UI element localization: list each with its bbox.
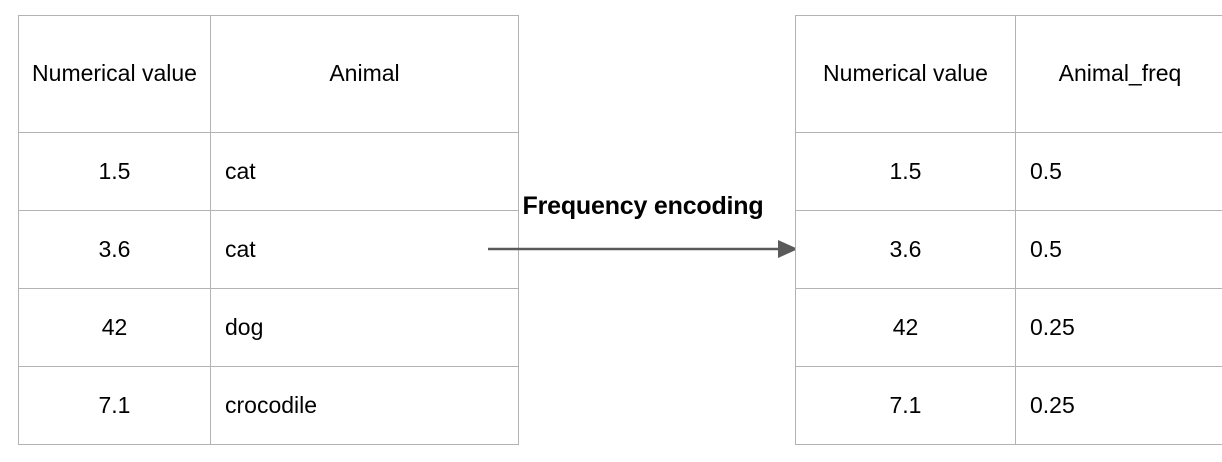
table-header-row: Numerical value Animal_freq <box>795 15 1222 133</box>
source-cell-animal: dog <box>210 288 519 367</box>
result-cell-animal-freq: 0.25 <box>1015 366 1222 445</box>
transform-label: Frequency encoding <box>522 192 764 220</box>
source-cell-animal: cat <box>210 132 519 211</box>
source-header-numerical-value: Numerical value <box>18 15 211 133</box>
result-cell-numerical-value: 3.6 <box>795 210 1016 289</box>
source-cell-animal: cat <box>210 210 519 289</box>
source-cell-numerical-value: 1.5 <box>18 132 211 211</box>
table-header-row: Numerical value Animal <box>18 15 519 133</box>
source-cell-numerical-value: 42 <box>18 288 211 367</box>
result-cell-numerical-value: 1.5 <box>795 132 1016 211</box>
result-table: Numerical value Animal_freq 1.5 0.5 3.6 … <box>795 15 1222 445</box>
table-row: 7.1 crocodile <box>18 366 519 445</box>
table-row: 3.6 cat <box>18 210 519 289</box>
source-cell-numerical-value: 7.1 <box>18 366 211 445</box>
result-cell-numerical-value: 42 <box>795 288 1016 367</box>
table-row: 7.1 0.25 <box>795 366 1222 445</box>
table-row: 3.6 0.5 <box>795 210 1222 289</box>
result-cell-numerical-value: 7.1 <box>795 366 1016 445</box>
table-row: 1.5 0.5 <box>795 132 1222 211</box>
result-cell-animal-freq: 0.5 <box>1015 210 1222 289</box>
table-row: 42 0.25 <box>795 288 1222 367</box>
source-cell-numerical-value: 3.6 <box>18 210 211 289</box>
result-header-animal-freq: Animal_freq <box>1015 15 1222 133</box>
source-header-animal: Animal <box>210 15 519 133</box>
source-table: Numerical value Animal 1.5 cat 3.6 cat 4… <box>18 15 519 445</box>
table-row: 1.5 cat <box>18 132 519 211</box>
transform-arrow-icon <box>488 240 798 258</box>
result-cell-animal-freq: 0.25 <box>1015 288 1222 367</box>
source-cell-animal: crocodile <box>210 366 519 445</box>
result-cell-animal-freq: 0.5 <box>1015 132 1222 211</box>
result-header-numerical-value: Numerical value <box>795 15 1016 133</box>
table-row: 42 dog <box>18 288 519 367</box>
